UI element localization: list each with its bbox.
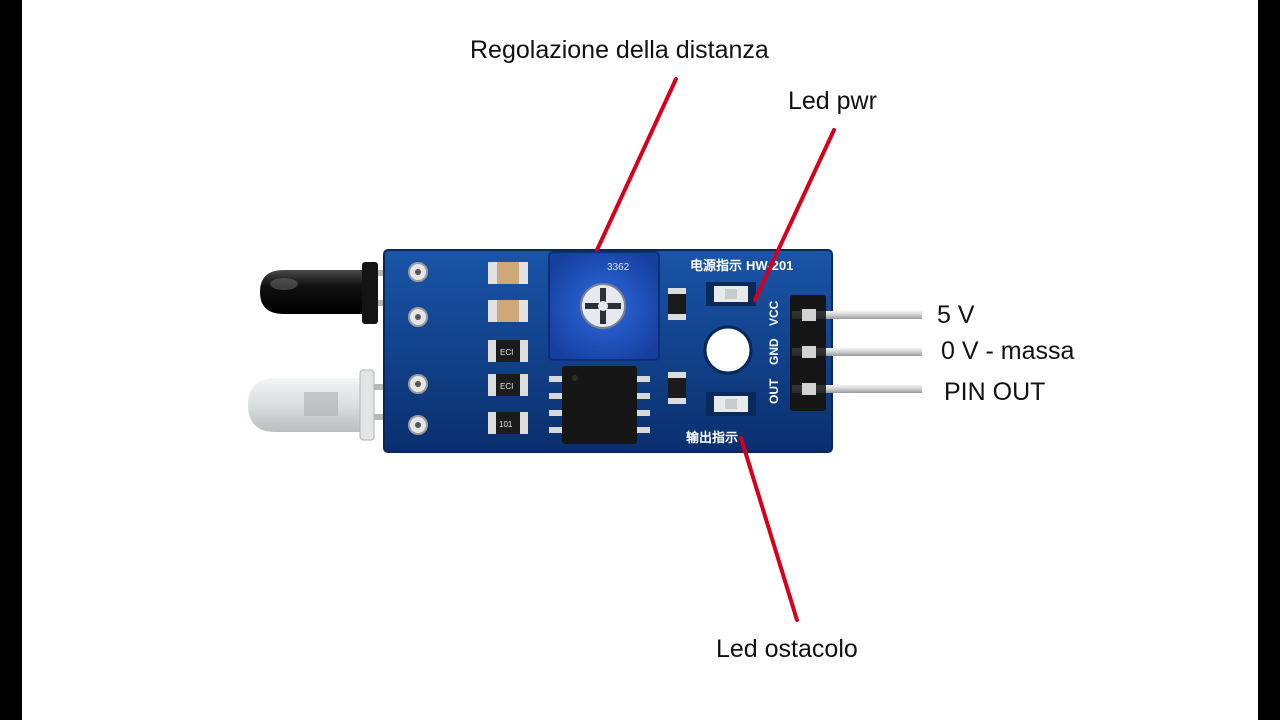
pin-vcc-silk: VCC (767, 300, 781, 326)
resistor-code: 101 (499, 420, 513, 429)
label-0v-ground: 0 V - massa (941, 337, 1075, 365)
power-indicator-silk: 电源指示 (690, 258, 742, 273)
diagram-canvas: ECI ECI 101 3362 (22, 0, 1258, 720)
pot-code: 3362 (607, 262, 630, 273)
label-led-pwr: Led pwr (788, 87, 877, 115)
comparator-ic (549, 366, 650, 444)
pin-header (790, 295, 922, 411)
ir-receiver-led (260, 262, 402, 324)
cap-code-2: ECI (500, 382, 513, 391)
smd-resistors (488, 288, 686, 434)
out-indicator-silk: 输出指示 (686, 430, 738, 445)
label-distance-adjust: Regolazione della distanza (470, 36, 769, 64)
obstacle-led (706, 392, 756, 416)
sensor-board-drawing: ECI ECI 101 3362 (248, 77, 922, 622)
power-led (706, 282, 756, 306)
pointer-led-obstacle (739, 436, 799, 622)
pin-out-silk: OUT (767, 378, 781, 404)
potentiometer: 3362 (548, 251, 660, 361)
pointer-led-pwr (753, 128, 836, 302)
label-pin-out: PIN OUT (944, 378, 1046, 406)
pointer-distance-adjust (595, 77, 678, 252)
label-led-obstacle: Led ostacolo (716, 635, 858, 663)
smd-capacitors (488, 262, 528, 322)
cap-code-1: ECI (500, 348, 513, 357)
pin-gnd-silk: GND (767, 338, 781, 365)
ir-emitter-led (248, 369, 402, 441)
mounting-hole (703, 325, 753, 375)
label-5v: 5 V (937, 301, 975, 329)
